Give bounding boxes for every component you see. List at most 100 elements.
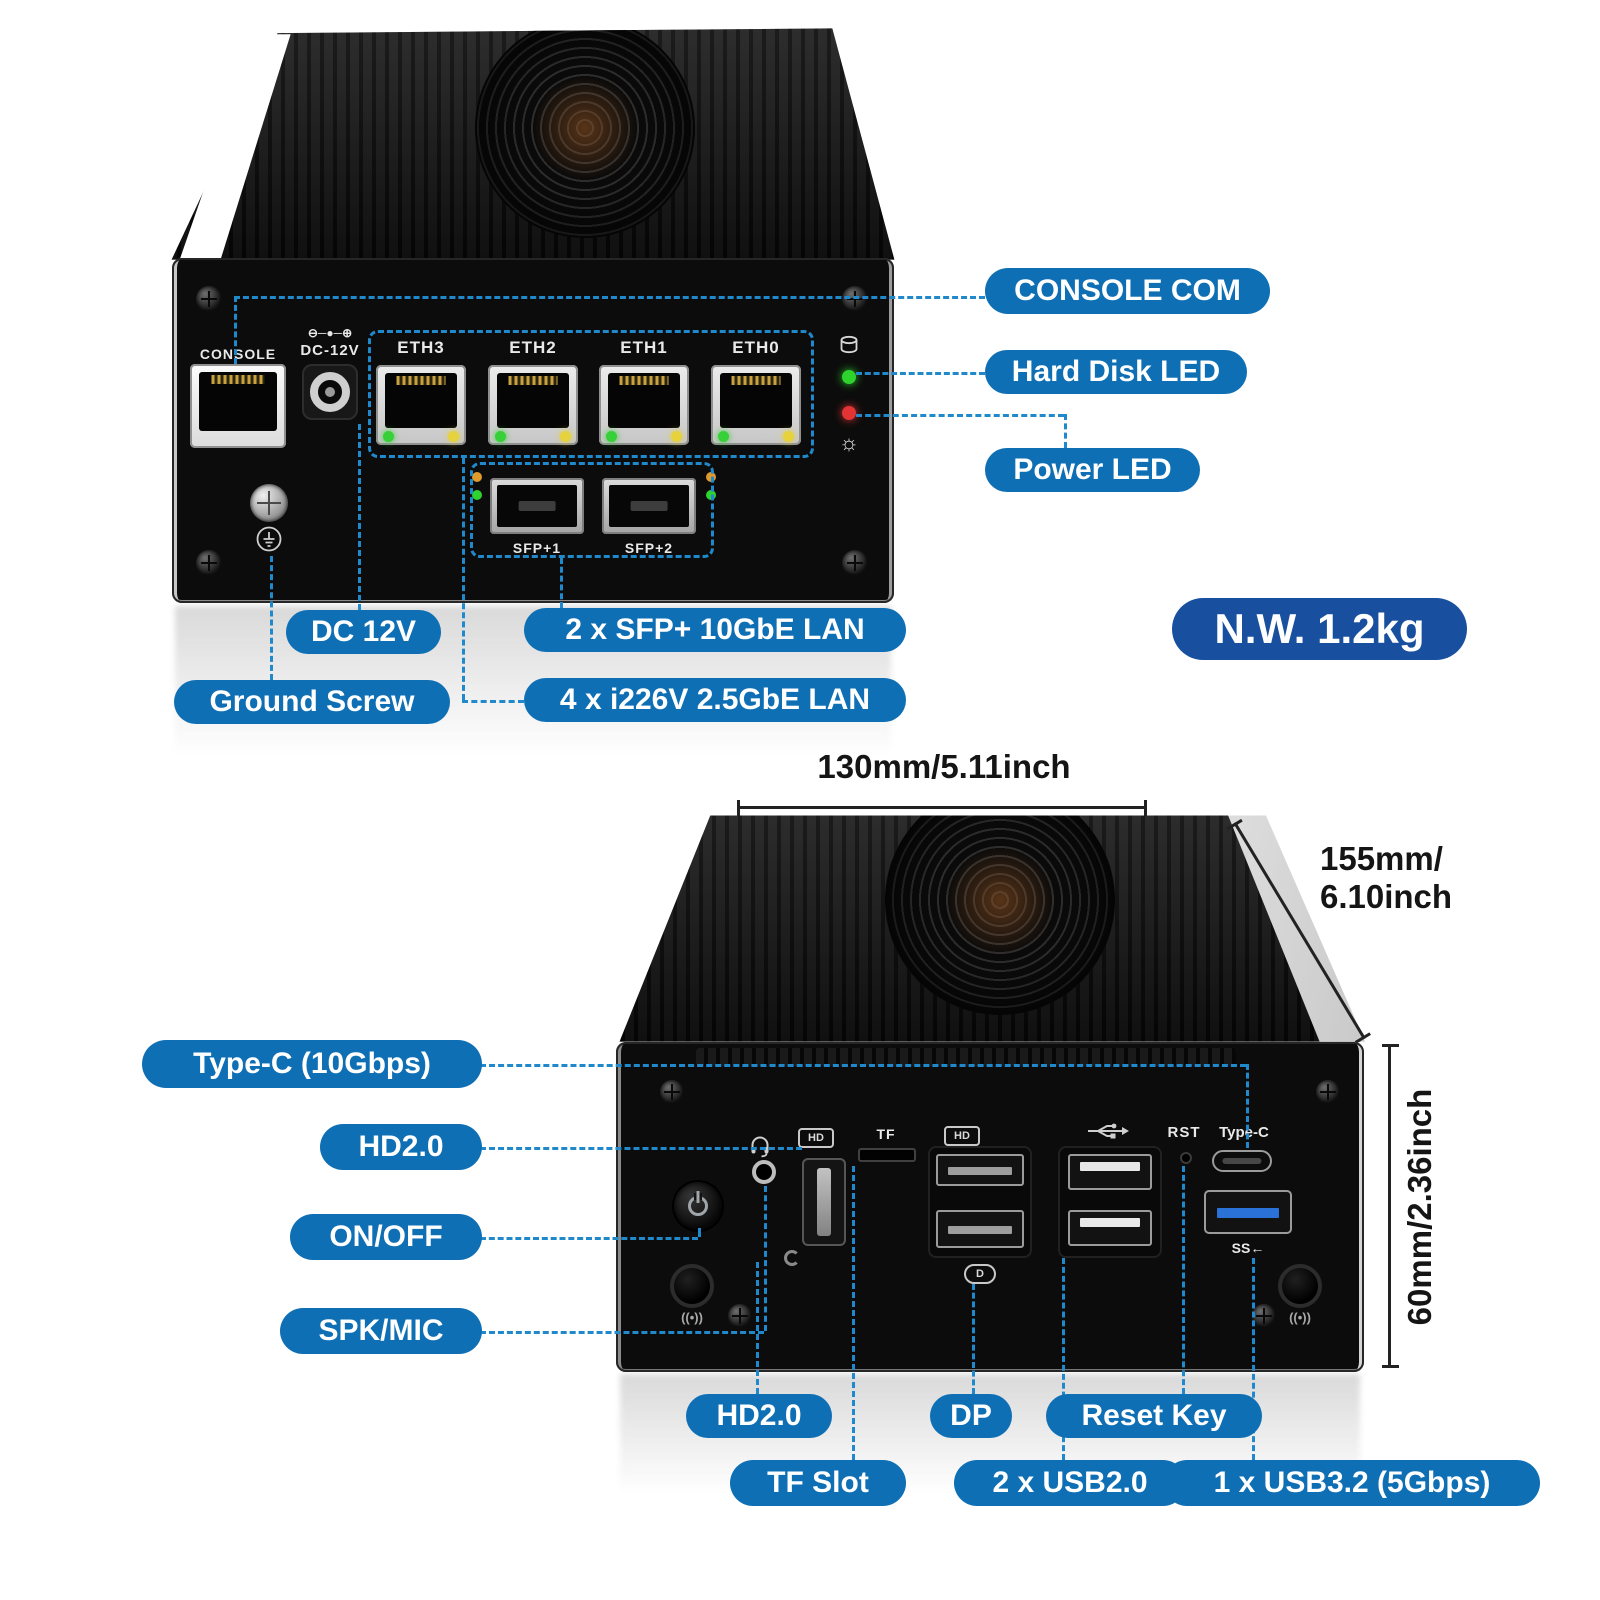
leader-line: [560, 558, 563, 608]
eth2-port: [488, 365, 578, 445]
leader-line: [480, 1237, 698, 1240]
ground-symbol-icon: [256, 526, 282, 552]
tf-card-slot: [858, 1148, 916, 1162]
leader-line: [480, 1064, 1246, 1067]
power-sun-icon: ☼: [838, 430, 860, 455]
tf-label: TF: [876, 1126, 896, 1142]
rst-label: RST: [1167, 1124, 1201, 1141]
activity-led: [783, 431, 794, 442]
rj45-opening: [497, 373, 569, 428]
front-device-top: [171, 28, 895, 260]
link-led: [495, 431, 506, 442]
console-port: [190, 364, 286, 448]
rj45-pins: [211, 375, 265, 384]
type-c-label: Type-C: [1219, 1124, 1269, 1141]
leader-line: [462, 458, 465, 700]
leader-line: [1252, 1258, 1255, 1460]
power-symbol-icon: [688, 1196, 708, 1216]
activity-led: [671, 431, 682, 442]
screw-icon: [660, 1080, 684, 1104]
width-dimension-label: 130mm/5.11inch: [817, 748, 1071, 785]
antenna-hole: [1278, 1264, 1322, 1308]
power-button: [674, 1182, 722, 1230]
link-led: [383, 431, 394, 442]
hdmi-tongue: [948, 1167, 1012, 1175]
rj45-pins: [731, 376, 781, 385]
height-dimension-line: [1382, 1044, 1399, 1368]
dc-power-jack: [302, 364, 358, 420]
depth-dimension-label-1: 155mm/: [1320, 840, 1443, 877]
fan-core: [942, 842, 1058, 958]
screw-icon: [1316, 1080, 1340, 1104]
screw-icon: [196, 286, 222, 312]
depth-dimension-label-2: 6.10inch: [1320, 878, 1453, 915]
dp-tongue: [948, 1226, 1012, 1234]
sfp1-label: SFP+1: [512, 540, 562, 556]
leader-line: [852, 1166, 855, 1460]
wifi-icon: ((•)): [1289, 1310, 1311, 1325]
headset-icon: [751, 1136, 769, 1158]
screw-icon: [196, 550, 222, 576]
leader-line: [358, 424, 361, 610]
screw-icon: [842, 550, 868, 576]
usb3-blue-tongue: [1217, 1208, 1279, 1218]
callout-sfp-lan: 2 x SFP+ 10GbE LAN: [524, 608, 906, 652]
activity-led: [448, 431, 459, 442]
dc-jack-pin: [325, 387, 335, 397]
rj45-opening: [385, 373, 457, 428]
callout-ground-screw: Ground Screw: [174, 680, 450, 724]
sfp-pull-tab: [630, 501, 668, 511]
front-panel: CONSOLE ⊖─●─⊕ DC-12V ETH3 ETH2 ETH1 ETH0: [172, 258, 894, 603]
callout-tf-slot: TF Slot: [730, 1460, 906, 1506]
rear-device-top: [619, 815, 1361, 1042]
usb2-stack: [1058, 1146, 1162, 1258]
eth0-port: [711, 365, 801, 445]
sfp2-label: SFP+2: [624, 540, 674, 556]
callout-dp: DP: [930, 1394, 1012, 1438]
reset-pinhole: [1180, 1152, 1192, 1164]
eth1-label: ETH1: [620, 338, 668, 357]
sfp1-port: [490, 478, 584, 534]
slot-marker-icon: [784, 1250, 800, 1266]
callout-hd20-side: HD2.0: [320, 1124, 482, 1170]
audio-jack: [752, 1160, 776, 1184]
screw-icon: [728, 1304, 752, 1328]
rj45-pins: [508, 376, 558, 385]
hdd-led: [842, 370, 856, 384]
sfp-status-led: [472, 472, 482, 482]
hard-disk-icon: [840, 335, 858, 354]
callout-usb3: 1 x USB3.2 (5Gbps): [1164, 1460, 1540, 1506]
callout-hd20-bottom: HD2.0: [686, 1394, 832, 1438]
leader-line: [972, 1284, 975, 1394]
height-dimension-label: 60mm/2.36inch: [1401, 1088, 1438, 1326]
leader-line: [270, 556, 273, 680]
dc-port-label: DC-12V: [300, 342, 360, 359]
type-c-connector: [1222, 1158, 1262, 1164]
leader-line: [764, 1186, 767, 1331]
callout-spk-mic: SPK/MIC: [280, 1308, 482, 1354]
leader-line: [234, 296, 985, 299]
rj45-pins: [396, 376, 446, 385]
type-c-port: [1212, 1150, 1272, 1172]
ground-screw: [250, 484, 288, 522]
wifi-icon: ((•)): [681, 1310, 703, 1325]
usb3-port: [1204, 1190, 1292, 1234]
polarity-symbol: ⊖─●─⊕: [307, 326, 353, 340]
rear-panel: HD TF HD D: [616, 1042, 1364, 1372]
hdmi-port: [936, 1154, 1024, 1186]
rj45-opening: [199, 372, 277, 431]
power-led: [842, 406, 856, 420]
usb-icon: [1088, 1123, 1129, 1139]
net-weight-badge: N.W. 1.2kg: [1172, 598, 1467, 660]
activity-led: [560, 431, 571, 442]
screw-icon: [1252, 1304, 1276, 1328]
fan-grille-icon: [475, 28, 695, 238]
eth0-label: ETH0: [732, 338, 780, 357]
sfp2-port: [602, 478, 696, 534]
antenna-hole: [670, 1264, 714, 1308]
callout-dc-12v: DC 12V: [286, 610, 441, 654]
screw-icon: [842, 286, 868, 312]
callout-on-off: ON/OFF: [290, 1214, 482, 1260]
usb-tongue: [1080, 1218, 1140, 1227]
